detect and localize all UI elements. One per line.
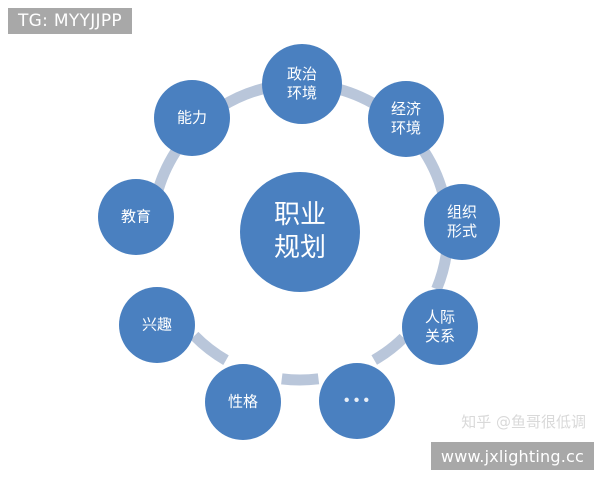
node-organizational-form-circle xyxy=(424,184,500,260)
center-node-label: 规划 xyxy=(274,233,326,263)
watermark-zhihu: 知乎 @鱼哥很低调 xyxy=(461,413,586,431)
node-economic-environment-circle xyxy=(368,81,444,157)
connector-arc xyxy=(152,143,184,192)
node-economic-environment-label: 经济 xyxy=(391,100,421,118)
connector-arc xyxy=(371,333,408,365)
connector-arc xyxy=(281,373,320,386)
node-interpersonal-label: 关系 xyxy=(425,327,455,345)
node-interest[interactable]: 兴趣 xyxy=(119,287,195,363)
watermark-top-left: TG: MYYJJPP xyxy=(8,8,132,34)
node-economic-environment-label: 环境 xyxy=(391,119,421,137)
center-node-label: 职业 xyxy=(274,200,326,230)
node-political-environment-label: 政治 xyxy=(287,65,317,83)
node-interest-label: 兴趣 xyxy=(142,316,172,334)
watermark-url: www.jxlighting.cc xyxy=(430,442,594,470)
connector-arc xyxy=(190,331,229,365)
center-node-circle xyxy=(240,172,360,292)
node-personality-label: 性格 xyxy=(228,393,258,411)
node-interest-circle xyxy=(119,287,195,363)
node-education-circle xyxy=(98,179,174,255)
connector-arc xyxy=(431,251,453,292)
connector-arc xyxy=(416,143,449,196)
node-organizational-form-label: 形式 xyxy=(447,222,477,240)
node-political-environment-circle xyxy=(262,44,342,124)
node-personality[interactable]: 性格 xyxy=(205,364,281,440)
node-ability-circle xyxy=(154,80,230,156)
node-education-label: 教育 xyxy=(121,208,151,226)
node-ellipsis[interactable]: ••• xyxy=(319,363,395,439)
node-ellipsis-circle xyxy=(319,363,395,439)
node-interpersonal-label: 人际 xyxy=(425,308,455,326)
node-ability[interactable]: 能力 xyxy=(154,80,230,156)
node-education[interactable]: 教育 xyxy=(98,179,174,255)
node-ellipsis-label: ••• xyxy=(342,392,372,410)
node-personality-circle xyxy=(205,364,281,440)
node-interpersonal-circle xyxy=(402,289,478,365)
node-ability-label: 能力 xyxy=(177,109,207,127)
node-political-environment-label: 环境 xyxy=(287,84,317,102)
node-organizational-form-label: 组织 xyxy=(447,203,477,221)
